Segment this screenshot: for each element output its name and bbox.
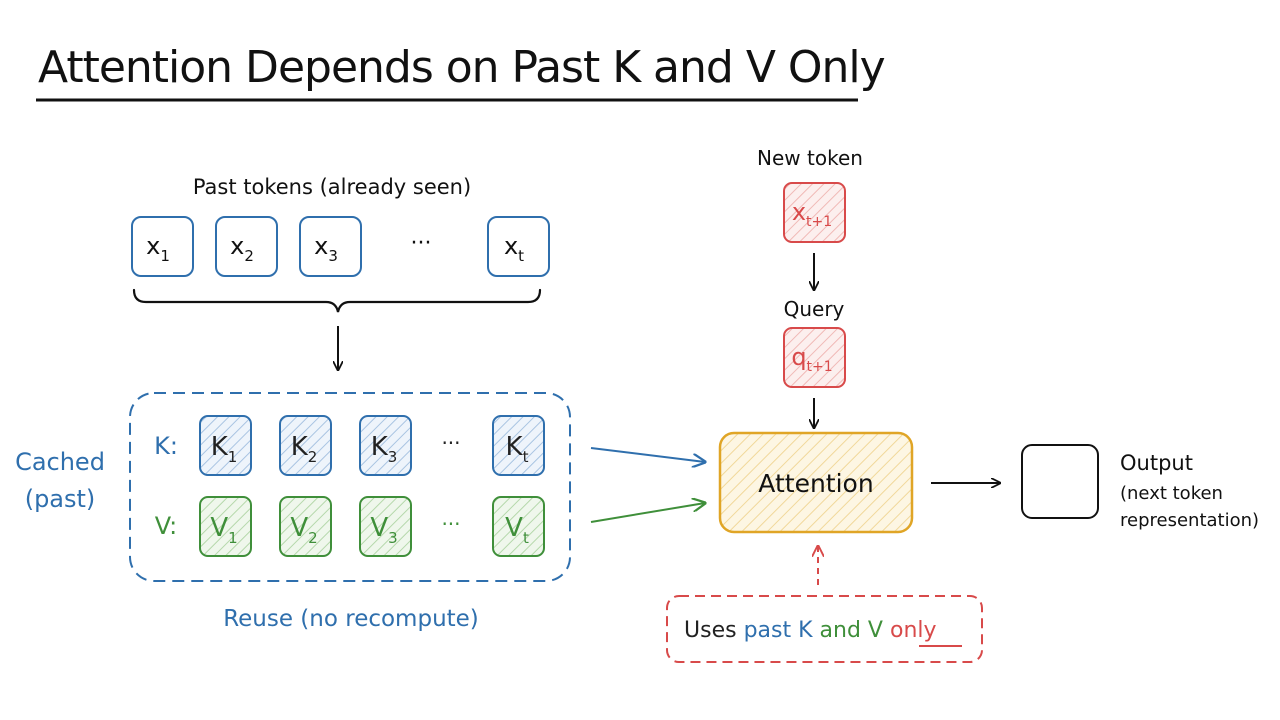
- note-box: [666, 595, 983, 663]
- k-cell-3: K3: [359, 415, 412, 476]
- svg-text:qt+1: qt+1: [791, 343, 832, 375]
- past-tokens-label: Past tokens (already seen): [193, 175, 471, 199]
- output-desc-line1: (next token: [1120, 483, 1223, 504]
- v-row-label: V:: [155, 512, 178, 540]
- past-token-x2: x2: [215, 216, 278, 277]
- v-cell-3: V3: [359, 496, 412, 557]
- past-token-xt: xt: [487, 216, 550, 277]
- new-token-box: xt+1: [783, 182, 846, 243]
- v-cell-t: Vt: [492, 496, 545, 557]
- svg-text:Kt: Kt: [506, 432, 529, 466]
- v-ellipsis: ···: [441, 512, 460, 536]
- svg-text:V2: V2: [290, 513, 317, 547]
- past-token-x3: x3: [299, 216, 362, 277]
- page-title: Attention Depends on Past K and V Only: [38, 42, 885, 93]
- output-label: Output: [1120, 451, 1193, 475]
- svg-text:x2: x2: [230, 232, 254, 265]
- attention-box: Attention: [718, 431, 914, 534]
- svg-text:Vt: Vt: [505, 513, 529, 547]
- attention-label: Attention: [758, 469, 873, 498]
- output-box: [1021, 444, 1099, 519]
- query-label: Query: [784, 297, 845, 321]
- v-cell-2: V2: [279, 496, 332, 557]
- svg-text:V3: V3: [370, 513, 397, 547]
- curly-brace: [132, 288, 542, 313]
- past-token-ellipsis: ···: [411, 231, 432, 256]
- svg-text:x1: x1: [146, 232, 170, 265]
- k-to-attention-arrow: [590, 447, 705, 462]
- svg-text:K2: K2: [291, 432, 318, 466]
- svg-text:x3: x3: [314, 232, 338, 265]
- v-to-attention-arrow: [590, 503, 705, 523]
- k-row-label: K:: [154, 432, 178, 460]
- k-cell-t: Kt: [492, 415, 545, 476]
- cached-label-line1: Cached: [15, 448, 105, 476]
- query-box: qt+1: [783, 327, 846, 388]
- svg-text:V1: V1: [210, 513, 237, 547]
- v-row: V1 V2 V3 ··· Vt: [199, 496, 545, 557]
- note-text: Uses past K and V only: [684, 618, 937, 643]
- k-cell-2: K2: [279, 415, 332, 476]
- new-token-label: New token: [757, 146, 863, 170]
- svg-text:K3: K3: [371, 432, 398, 466]
- cached-label-line2: (past): [25, 485, 96, 513]
- note-only-emphasis: only: [890, 618, 937, 643]
- k-ellipsis: ···: [441, 431, 460, 455]
- svg-text:xt+1: xt+1: [792, 198, 832, 230]
- svg-text:xt: xt: [504, 232, 524, 265]
- past-token-list: x1 x2 x3 ··· xt: [131, 216, 550, 277]
- reuse-label: Reuse (no recompute): [223, 606, 479, 632]
- past-token-x1: x1: [131, 216, 194, 277]
- k-row: K1 K2 K3 ··· Kt: [199, 415, 545, 476]
- k-cell-1: K1: [199, 415, 252, 476]
- output-desc-line2: representation): [1120, 510, 1259, 531]
- svg-text:K1: K1: [211, 432, 238, 466]
- cache-container: [129, 392, 571, 582]
- v-cell-1: V1: [199, 496, 252, 557]
